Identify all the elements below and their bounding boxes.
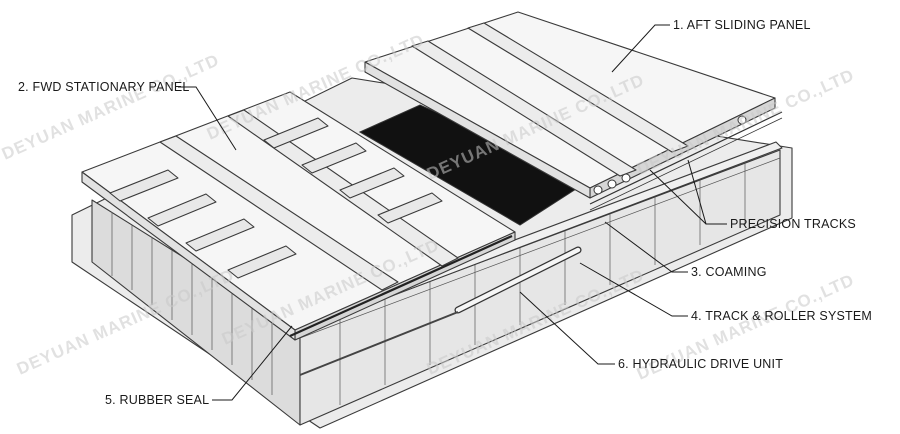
fwd-stationary-panel: [81, 91, 516, 341]
aft-sliding-panel: [364, 11, 776, 199]
label-hydraulic-drive-unit: 6. HYDRAULIC DRIVE UNIT: [618, 357, 783, 371]
precision-track-rail: [589, 111, 783, 211]
label-aft-sliding-panel: 1. AFT SLIDING PANEL: [673, 18, 811, 32]
leader-lines: [178, 24, 727, 401]
hydraulic-cylinder: [299, 246, 582, 376]
rubber-seal-strip: [289, 234, 513, 338]
label-precision-tracks: PRECISION TRACKS: [730, 217, 856, 231]
label-fwd-stationary-panel: 2. FWD STATIONARY PANEL: [18, 80, 190, 94]
label-rubber-seal: 5. RUBBER SEAL: [105, 393, 209, 407]
label-coaming: 3. COAMING: [691, 265, 767, 279]
label-track-roller-system: 4. TRACK & ROLLER SYSTEM: [691, 309, 872, 323]
callout-labels: 1. AFT SLIDING PANEL 2. FWD STATIONARY P…: [18, 18, 872, 407]
